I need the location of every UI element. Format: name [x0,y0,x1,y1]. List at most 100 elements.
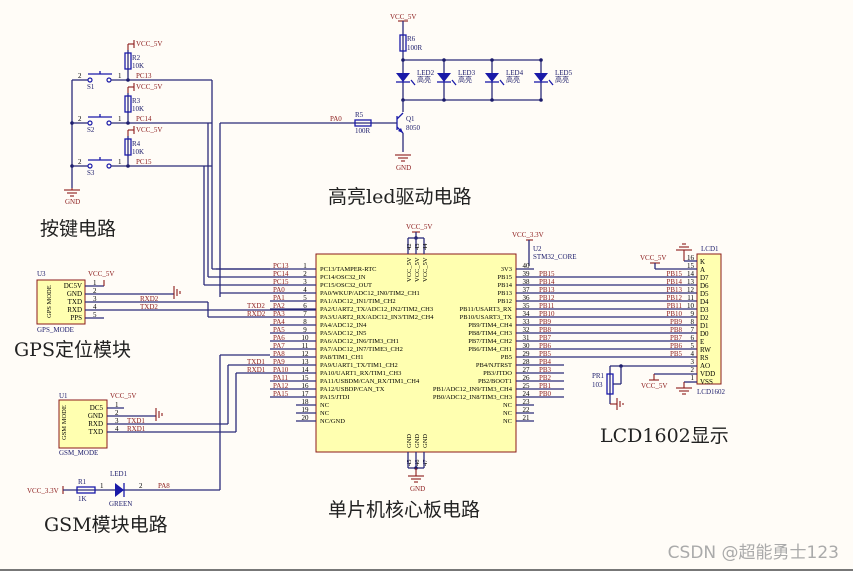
pin-number: 5 [691,342,695,350]
pin-number: 13 [302,358,310,366]
svg-text:1K: 1K [78,495,87,503]
net-label: PB7 [539,334,552,342]
mcu-body [315,253,517,453]
pin-number: 10 [687,302,695,310]
pin-number: 26 [523,374,531,382]
mcu-pin-label: PB1/ADC12_IN9/TIM3_CH4 [433,386,513,393]
pin-number: 8 [691,318,695,326]
net-label: PB10 [666,310,682,318]
pin-number: 13 [687,278,695,286]
pin-number: 5 [303,294,307,302]
pin-number: 6 [303,302,307,310]
svg-text:GSM_MODE: GSM_MODE [59,449,98,457]
led-ref: LED3 [458,69,476,77]
svg-text:GPS MODE: GPS MODE [46,285,53,318]
mcu-pin-label: PB4/NJTRST [476,362,512,369]
r5-resistor [354,119,372,127]
mcu-pin-label: PA0/WKUP/ADC12_IN0/TIM2_CH1 [320,290,420,297]
resistor-value: 10K [132,148,144,156]
mcu-pin-label: PA15/JTDI [320,394,349,401]
gps-pin-name: TXD [68,298,82,306]
net-label: PB12 [666,294,682,302]
mcu-pin-label: PB2/BOOT1 [478,378,512,385]
mcu-pin-label: PA5/ADC12_IN5 [320,330,366,337]
net-label: PC15 [273,278,289,286]
led-value: 高亮 [458,75,472,84]
pin-number: 16 [302,382,310,390]
svg-text:GREEN: GREEN [109,500,132,508]
net-label: PA1 [273,294,285,302]
bottom-border [0,569,853,571]
gsm-pin-name: DC5 [90,404,104,412]
lcd-pin-a: A15 [687,262,705,274]
svg-text:GND: GND [396,164,411,172]
led-ref: LED4 [506,69,524,77]
net-label: PA9 [273,358,285,366]
pin-number: 40 [523,262,531,270]
pin-number: 3 [303,278,307,286]
pin-number: 24 [523,390,531,398]
pin-number: 5 [93,311,97,319]
mcu-pin-label: PA12/USBDP/CAN_TX [320,386,385,393]
pin-number: 4 [303,286,307,294]
title-lcd-display: LCD1602显示 [600,425,729,447]
net-label: PA6 [273,334,285,342]
mcu-pin-10: PA6/ADC12_IN6/TIM3_CH1 10 PA6 [270,334,399,345]
net-label: PB0 [539,390,552,398]
mcu-bottom-pin: GND [422,434,429,448]
svg-text:GPS_MODE: GPS_MODE [37,326,74,334]
lcd-pin-name: VSS [700,378,713,386]
net-label: RXD2 [247,310,266,318]
net-label: PA5 [273,326,285,334]
watermark: CSDN @超能勇士123 [667,543,839,563]
lcd-pin-name: D6 [700,282,709,290]
net-label: PB4 [539,358,552,366]
gsm-pin-name: RXD [88,420,103,428]
svg-text:GSM MODE: GSM MODE [61,405,68,440]
net-label: PA15 [273,390,289,398]
gps-pin-name: GND [67,290,82,298]
net-label: PB13 [539,286,555,294]
svg-text:VCC_5V: VCC_5V [88,270,114,278]
mcu-bottom-pin: GND [414,434,421,448]
mcu-pin-label: PA6/ADC12_IN6/TIM3_CH1 [320,338,399,345]
mcu-pin-label: PA10/UART1_RX/TIM1_CH3 [320,370,401,377]
led-value: 高亮 [506,75,520,84]
svg-text:Q1: Q1 [406,115,415,123]
pin-number: 19 [302,406,310,414]
net-label: PB9 [670,318,683,326]
svg-text:1: 1 [100,482,104,490]
pin-number: 37 [523,286,531,294]
resistor-ref: R2 [132,54,141,62]
pin-number: 32 [523,326,531,334]
switch-ref: S2 [87,126,95,134]
net-label: PB11 [539,302,555,310]
pin-number: 10 [302,334,310,342]
svg-text:103: 103 [592,381,603,389]
pin-number: 2 [115,409,119,417]
mcu-pin-label: PA9/UART1_TX/TIM1_CH2 [320,362,398,369]
svg-text:LED1: LED1 [110,470,128,478]
pullup-resistor [124,138,132,156]
gsm-pin-name: GND [88,412,103,420]
title-gsm-module: GSM模块电路 [44,514,168,536]
net-label: TXD2 [247,302,265,310]
title-mcu-core: 单片机核心板电路 [328,499,480,521]
